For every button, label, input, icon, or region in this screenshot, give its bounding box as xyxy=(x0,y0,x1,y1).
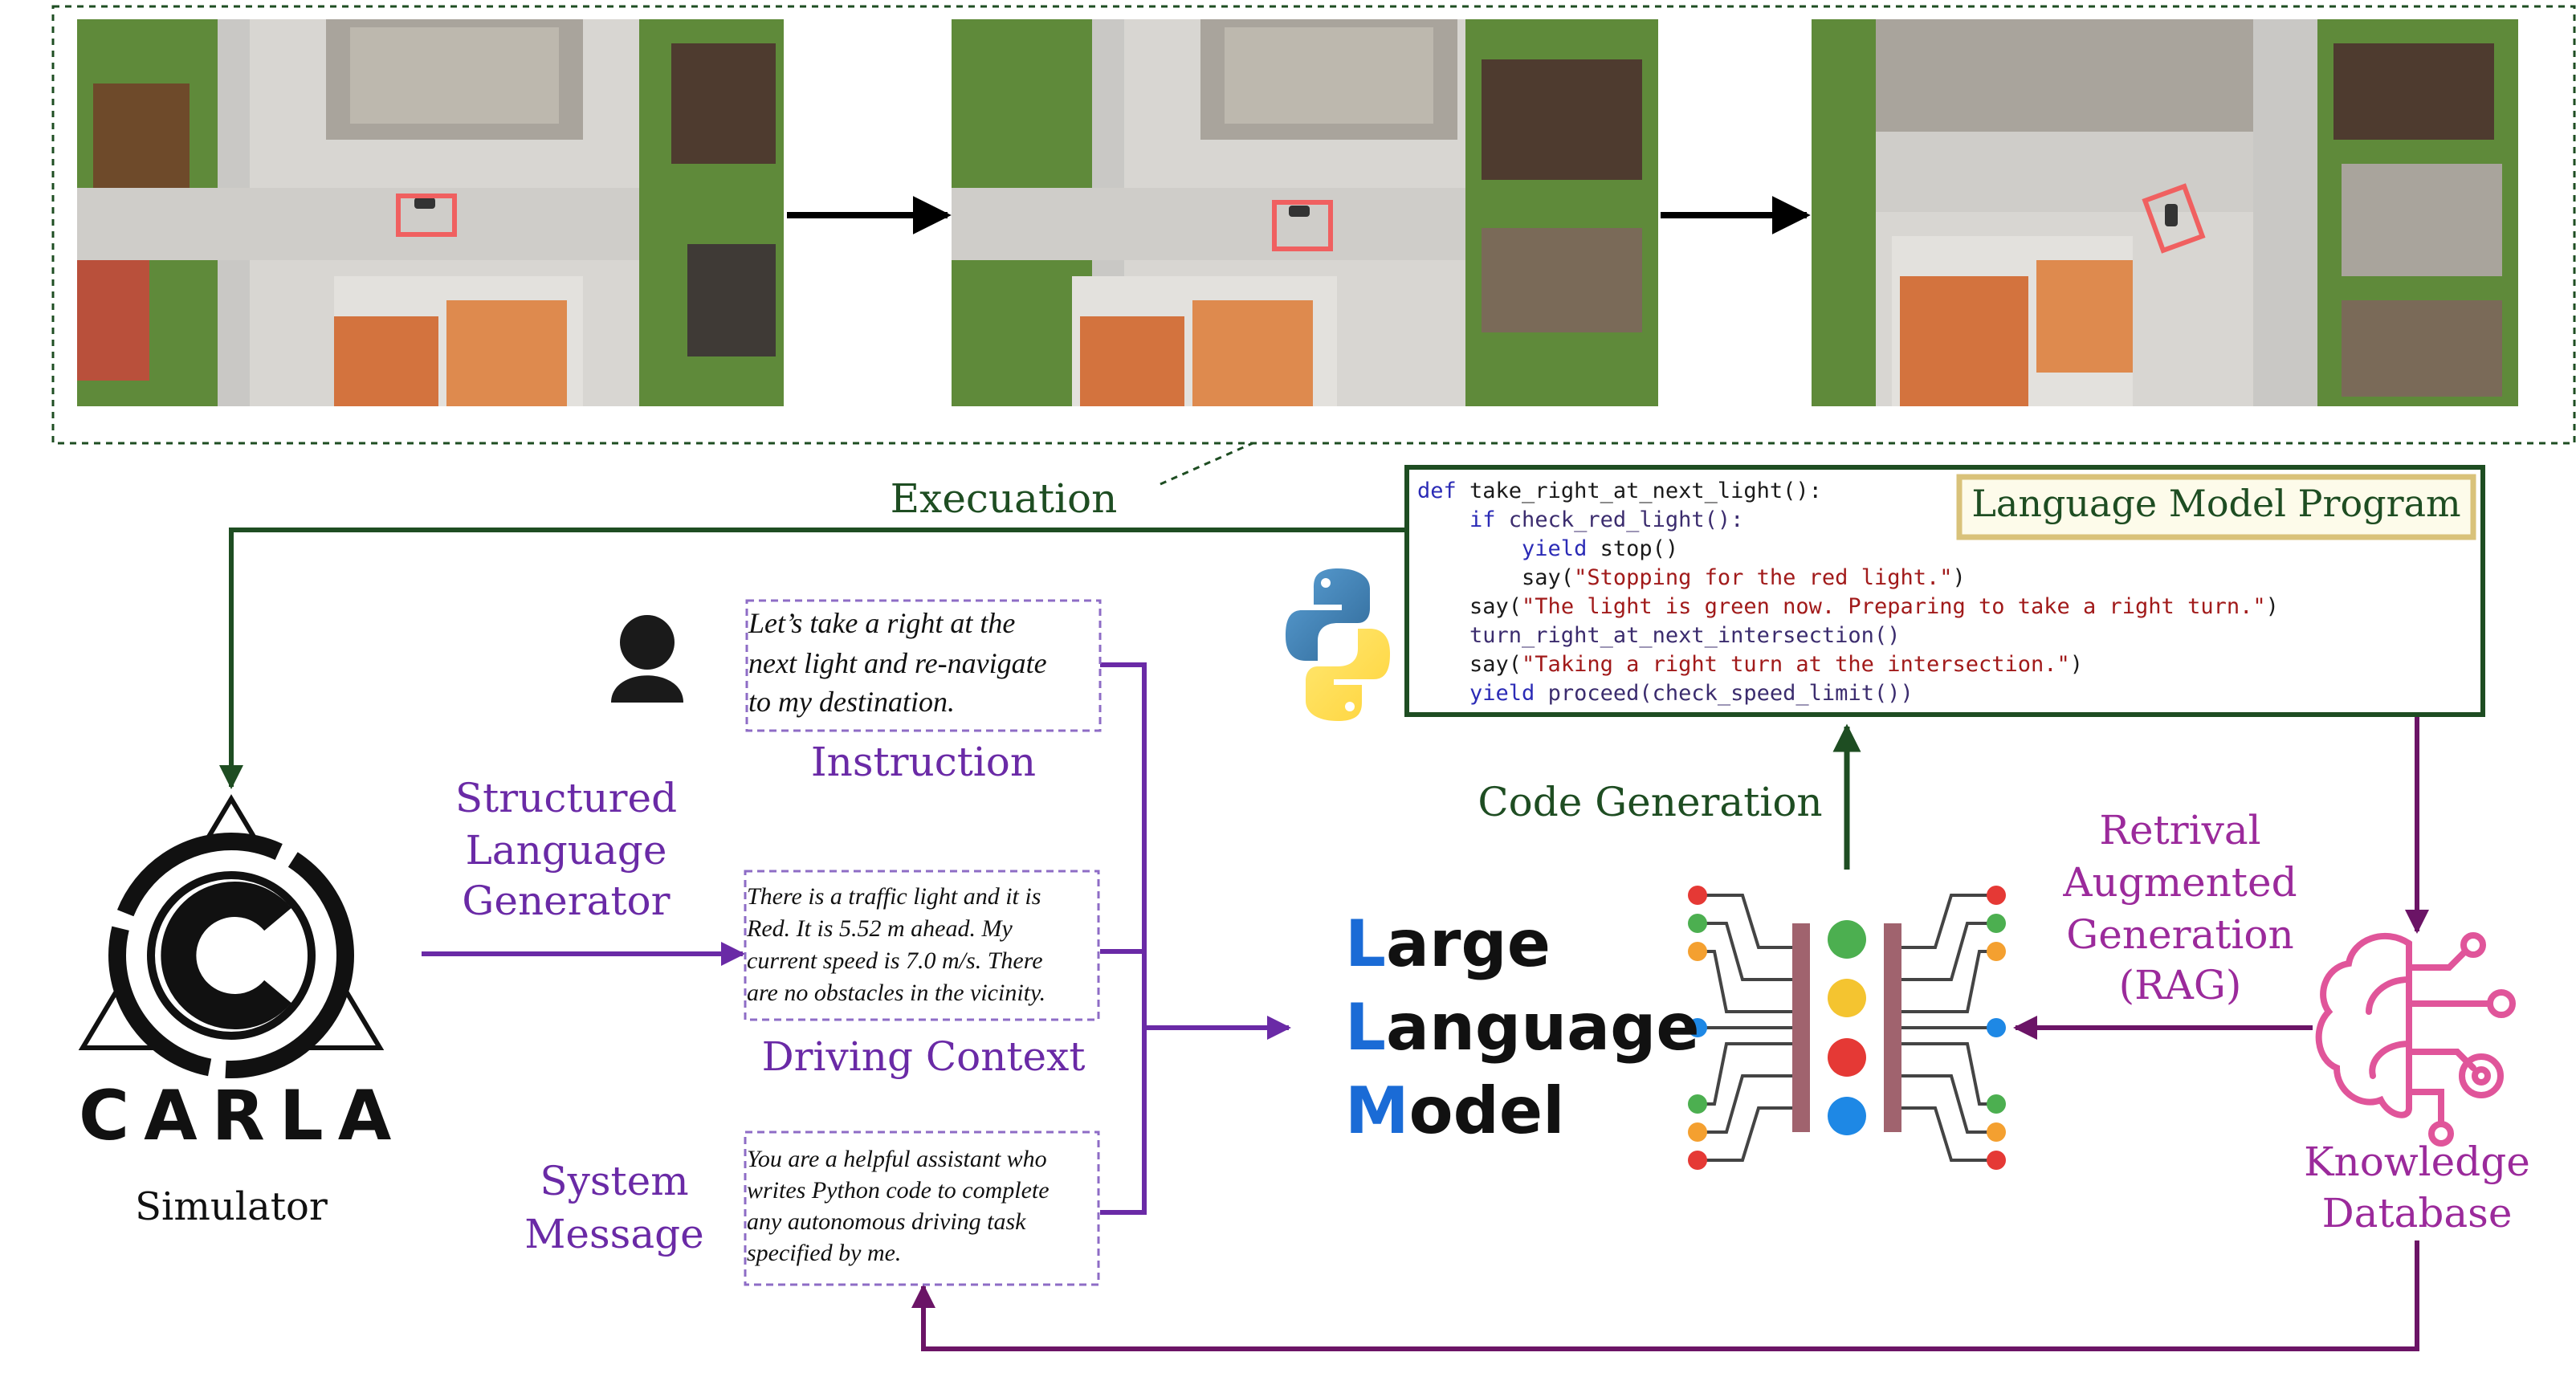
context-text-4: are no obstacles in the vicinity. xyxy=(747,980,1046,1006)
slg-label-2: Language xyxy=(465,827,667,874)
llm-line-1-rest: arge xyxy=(1385,906,1551,981)
kb-label-2: Database xyxy=(2321,1190,2513,1236)
code-line-3: yield stop() xyxy=(1417,535,1678,564)
code-l7-end: ) xyxy=(2069,652,2084,677)
context-text-2: Red. It is 5.52 m ahead. My xyxy=(747,915,1013,942)
carla-wordmark: CARLA xyxy=(79,1076,406,1156)
instruction-box xyxy=(745,599,1102,732)
code-l3-rest: stop() xyxy=(1587,536,1679,561)
code-line-4: say("Stopping for the red light.") xyxy=(1417,564,1966,593)
code-generation-label: Code Generation xyxy=(1478,779,1823,825)
code-l2-rest: check_red_light(): xyxy=(1495,507,1744,532)
lmp-title: Language Model Program xyxy=(1971,482,2461,525)
code-l4-end: ) xyxy=(1952,565,1966,590)
system-label-2: Message xyxy=(524,1211,704,1257)
rag-label-2: Augmented xyxy=(2063,859,2297,906)
instruction-label: Instruction xyxy=(810,739,1037,785)
code-l7-str: "Taking a right turn at the intersection… xyxy=(1522,652,2070,677)
system-text-3: any autonomous driving task xyxy=(747,1208,1026,1235)
system-label-1: System xyxy=(540,1158,689,1204)
instruction-text-3: to my destination. xyxy=(748,686,955,718)
llm-line-2: Language xyxy=(1345,989,1700,1066)
scene-frame-2 xyxy=(952,19,1658,406)
scene-frame-3 xyxy=(1812,19,2518,406)
code-l8-rest: proceed(check_speed_limit()) xyxy=(1535,681,1914,706)
kb-label-1: Knowledge xyxy=(2304,1139,2530,1185)
system-message-box xyxy=(744,1130,1100,1286)
code-l5-fn: say( xyxy=(1417,594,1522,619)
context-text-3: current speed is 7.0 m/s. There xyxy=(747,947,1043,974)
llm-line-1-cap: L xyxy=(1345,906,1386,981)
person-icon xyxy=(611,615,683,703)
code-line-7: say("Taking a right turn at the intersec… xyxy=(1417,650,2083,679)
execution-label: Execuation xyxy=(890,475,1118,522)
code-l8-kw: yield xyxy=(1417,681,1535,706)
code-l4-fn: say( xyxy=(1417,565,1575,590)
instruction-text-1: Let’s take a right at the xyxy=(748,607,1016,639)
driving-context-box xyxy=(744,870,1100,1021)
llm-line-3-rest: odel xyxy=(1408,1073,1565,1148)
code-line-5: say("The light is green now. Preparing t… xyxy=(1417,593,2279,621)
code-l1-rest: take_right_at_next_light(): xyxy=(1456,479,1822,503)
code-l3-kw: yield xyxy=(1417,536,1588,561)
rag-label-4: (RAG) xyxy=(2118,962,2242,1008)
system-text-1: You are a helpful assistant who xyxy=(747,1146,1047,1172)
context-text-1: There is a traffic light and it is xyxy=(747,883,1041,910)
code-l5-str: "The light is green now. Preparing to ta… xyxy=(1522,594,2266,619)
scene-frame-1 xyxy=(77,19,784,406)
prompt-bracket xyxy=(1100,662,1147,1215)
neural-network-icon xyxy=(1688,886,2006,1170)
code-l1-kw: def xyxy=(1417,479,1457,503)
execution-arrow xyxy=(219,528,1407,789)
lmp-title-box xyxy=(1956,474,2476,540)
kb-feedback-arrow xyxy=(911,1240,2419,1351)
brain-icon xyxy=(2315,932,2516,1147)
slg-label-3: Generator xyxy=(462,878,670,924)
llm-line-3-cap: M xyxy=(1345,1073,1409,1148)
llm-line-2-rest: anguage xyxy=(1385,990,1700,1065)
driving-context-label: Driving Context xyxy=(761,1033,1086,1080)
llm-line-3: Model xyxy=(1345,1073,1565,1150)
llm-line-2-cap: L xyxy=(1345,990,1386,1065)
code-l6: turn_right_at_next_intersection() xyxy=(1417,623,1901,648)
code-l7-fn: say( xyxy=(1417,652,1522,677)
rag-label-3: Generation xyxy=(2066,911,2294,958)
instruction-text-2: next light and re-navigate xyxy=(748,647,1047,679)
code-l5-end: ) xyxy=(2265,594,2279,619)
code-line-1: def take_right_at_next_light(): xyxy=(1417,477,1822,506)
code-line-2: if check_red_light(): xyxy=(1417,506,1743,535)
system-text-2: writes Python code to complete xyxy=(747,1177,1050,1204)
code-block: def take_right_at_next_light(): if check… xyxy=(1417,477,2477,710)
python-icon xyxy=(1286,568,1390,721)
code-l2-kw: if xyxy=(1417,507,1496,532)
rag-label-1: Retrival xyxy=(2099,807,2261,853)
panel-connector xyxy=(1160,442,1253,486)
system-text-4: specified by me. xyxy=(747,1240,902,1266)
slg-label-1: Structured xyxy=(454,775,678,821)
code-line-6: turn_right_at_next_intersection() xyxy=(1417,621,1900,650)
code-line-8: yield proceed(check_speed_limit()) xyxy=(1417,679,1914,708)
llm-line-1: Large xyxy=(1345,906,1551,983)
carla-logo xyxy=(78,794,385,1078)
simulator-label: Simulator xyxy=(135,1184,328,1229)
scene-panel xyxy=(51,5,2576,445)
code-l4-str: "Stopping for the red light." xyxy=(1574,565,1953,590)
